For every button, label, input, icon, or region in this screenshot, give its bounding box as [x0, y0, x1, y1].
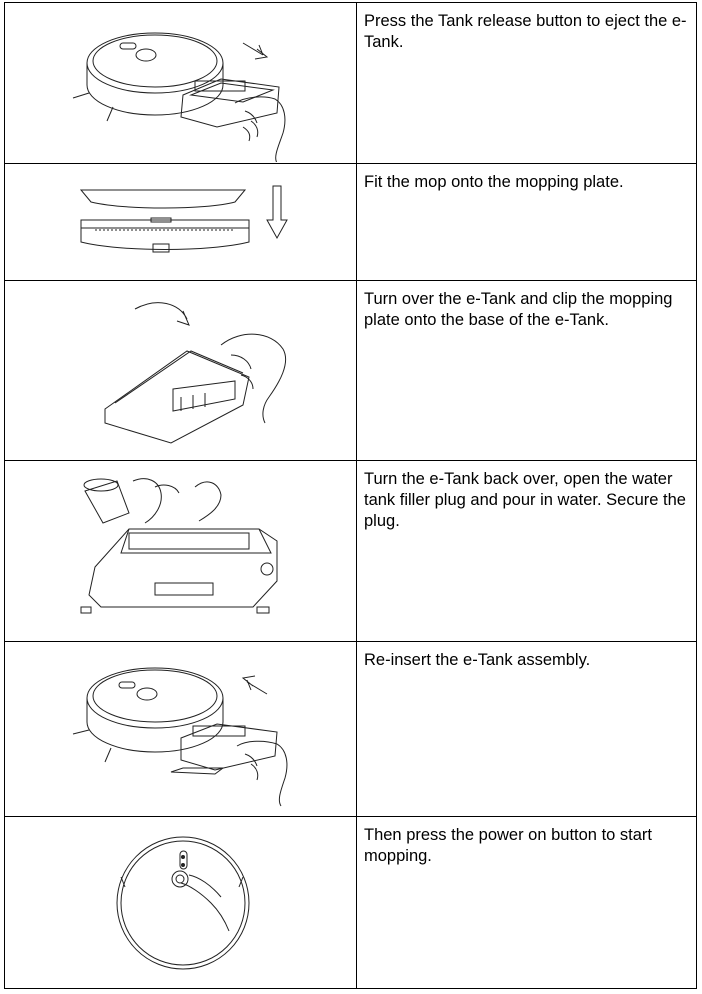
step-row: Fit the mop onto the mopping plate.	[4, 163, 697, 281]
step-text: Press the Tank release button to eject t…	[356, 2, 697, 164]
step-text: Fit the mop onto the mopping plate.	[356, 163, 697, 281]
step-row: Press the Tank release button to eject t…	[4, 2, 697, 164]
step-row: Turn over the e-Tank and clip the moppin…	[4, 280, 697, 461]
step-illustration-cell	[4, 460, 357, 642]
step-illustration-cell	[4, 2, 357, 164]
robot-eject-tank-illustration	[5, 3, 356, 162]
step-text: Turn over the e-Tank and clip the moppin…	[356, 280, 697, 461]
step-illustration-cell	[4, 163, 357, 281]
instruction-steps-table: Press the Tank release button to eject t…	[4, 2, 697, 989]
step-illustration-cell	[4, 641, 357, 817]
fill-water-tank-illustration	[5, 461, 356, 640]
mop-onto-plate-illustration	[5, 164, 356, 279]
clip-plate-to-tank-illustration	[5, 281, 356, 459]
press-power-button-illustration	[5, 817, 356, 987]
step-illustration-cell	[4, 816, 357, 989]
step-row: Then press the power on button to start …	[4, 816, 697, 989]
step-text: Re-insert the e-Tank assembly.	[356, 641, 697, 817]
reinsert-tank-illustration	[5, 642, 356, 815]
step-illustration-cell	[4, 280, 357, 461]
step-text: Then press the power on button to start …	[356, 816, 697, 989]
step-row: Re-insert the e-Tank assembly.	[4, 641, 697, 817]
step-text: Turn the e-Tank back over, open the wate…	[356, 460, 697, 642]
step-row: Turn the e-Tank back over, open the wate…	[4, 460, 697, 642]
